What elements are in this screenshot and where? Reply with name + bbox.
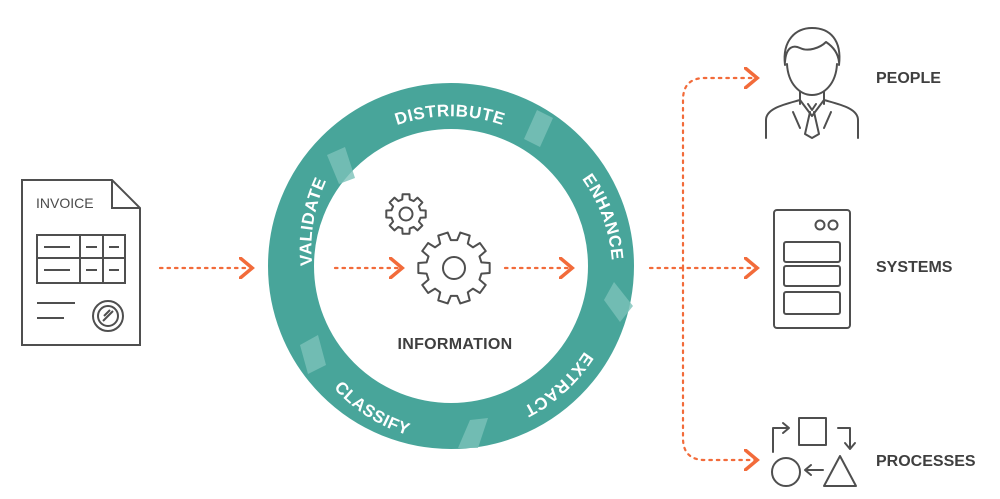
ring-separator [300,335,326,374]
server-icon [773,209,851,329]
gears-icon [385,193,491,305]
ring-separator [327,147,355,184]
invoice-document-icon [21,179,141,346]
output-label-people: PEOPLE [876,70,941,87]
ring-separator [604,282,633,322]
small-gear-outline [385,193,427,235]
invoice-title: INVOICE [36,195,94,211]
output-label-processes: PROCESSES [876,453,976,470]
small-gear-hole [398,206,414,222]
big-gear-hole [442,256,466,280]
arrow-to-people [681,78,755,270]
arrow-to-processes [681,266,755,460]
big-gear-outline [417,231,491,305]
information-label: INFORMATION [398,336,513,353]
ring-separator [524,110,553,147]
person-icon [765,27,859,139]
output-label-systems: SYSTEMS [876,259,953,276]
process-shapes-icon [771,417,857,487]
ring-separator [458,418,488,448]
